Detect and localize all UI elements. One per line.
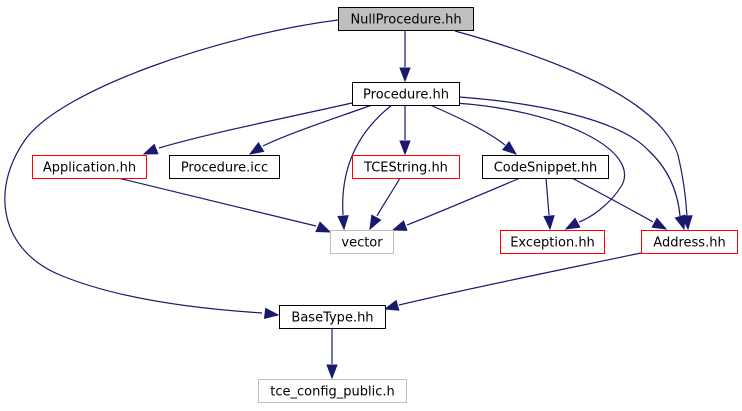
edge-line (376, 177, 401, 217)
edge-line (429, 104, 506, 146)
edge-line (454, 30, 688, 217)
node-tce-config[interactable]: tce_config_public.h (258, 379, 407, 403)
arrowhead-icon (543, 215, 555, 231)
edge-codesnippet-to-address (571, 177, 668, 230)
arrowhead-icon (326, 364, 338, 380)
node-box (279, 305, 386, 329)
edge-line (406, 177, 521, 226)
arrowhead-icon (263, 307, 280, 320)
node-box (500, 230, 605, 254)
edge-line (117, 177, 317, 227)
edge-application-to-vector (117, 177, 332, 233)
arrowhead-icon (369, 214, 382, 231)
arrowhead-icon (383, 299, 400, 311)
edge-line (458, 96, 681, 217)
arrowhead-icon (315, 221, 332, 233)
node-vector[interactable]: vector (330, 230, 394, 254)
edge-line (4, 19, 339, 314)
edge-codesnippet-to-exception (543, 177, 555, 231)
arrowhead-icon (399, 67, 411, 83)
arrowhead-icon (501, 141, 518, 155)
node-application[interactable]: Application.hh (32, 155, 147, 179)
arrowhead-icon (142, 143, 159, 155)
node-label: tce_config_public.h (270, 385, 395, 400)
edge-line (545, 177, 550, 216)
node-label: TCEString.hh (363, 161, 448, 176)
node-label: NullProcedure.hh (350, 13, 461, 28)
edge-basetype-to-tce-config (326, 329, 338, 380)
node-box (641, 230, 738, 254)
edge-procedure-to-codesnippet (429, 104, 518, 155)
node-label: vector (341, 236, 383, 251)
arrowhead-icon (337, 215, 349, 231)
edge-codesnippet-to-vector (391, 177, 521, 231)
edge-null-procedure-to-address (454, 30, 693, 231)
edges-layer (4, 19, 693, 380)
node-label: BaseType.hh (291, 311, 373, 326)
arrowhead-icon (674, 214, 686, 231)
edge-procedure-to-tcestring (399, 105, 411, 156)
arrowhead-icon (391, 220, 408, 231)
edge-null-procedure-to-procedure (399, 31, 411, 83)
node-procedure[interactable]: Procedure.hh (352, 82, 460, 106)
nodes-layer: NullProcedure.hhProcedure.hhApplication.… (32, 7, 738, 403)
node-box (32, 155, 147, 179)
edge-line (262, 104, 373, 147)
node-label: CodeSnippet.hh (494, 161, 598, 176)
node-null-procedure[interactable]: NullProcedure.hh (338, 7, 474, 31)
edge-line (158, 102, 353, 149)
edge-procedure-to-application (142, 102, 353, 155)
node-box (258, 379, 407, 403)
node-box (169, 155, 280, 179)
node-label: Procedure.hh (363, 88, 449, 103)
node-tcestring[interactable]: TCEString.hh (352, 155, 460, 179)
node-exception[interactable]: Exception.hh (500, 230, 605, 254)
edge-procedure-to-procedure-icc (248, 104, 373, 155)
node-codesnippet[interactable]: CodeSnippet.hh (482, 155, 609, 179)
node-address[interactable]: Address.hh (641, 230, 738, 254)
arrowhead-icon (248, 142, 265, 155)
node-label: Address.hh (653, 236, 725, 251)
edge-tcestring-to-vector (369, 177, 401, 231)
arrowhead-icon (399, 140, 411, 156)
edge-address-to-basetype (383, 252, 642, 311)
edge-line (342, 104, 393, 216)
arrowhead-icon (651, 217, 668, 230)
node-label: Procedure.icc (181, 161, 268, 176)
node-label: Application.hh (43, 161, 136, 176)
edge-procedure-to-vector (337, 104, 393, 231)
edge-null-procedure-to-basetype (4, 19, 339, 320)
node-label: Exception.hh (510, 236, 595, 251)
edge-line (454, 102, 625, 223)
node-box (352, 82, 460, 106)
node-procedure-icc[interactable]: Procedure.icc (169, 155, 280, 179)
edge-line (571, 177, 654, 223)
edge-line (398, 252, 642, 306)
node-box (482, 155, 609, 179)
node-box (338, 7, 474, 31)
node-box (352, 155, 460, 179)
arrowhead-icon (564, 217, 581, 230)
edge-procedure-to-exception (454, 102, 625, 230)
node-basetype[interactable]: BaseType.hh (279, 305, 386, 329)
edge-procedure-to-address (458, 96, 686, 231)
node-box (330, 230, 394, 254)
